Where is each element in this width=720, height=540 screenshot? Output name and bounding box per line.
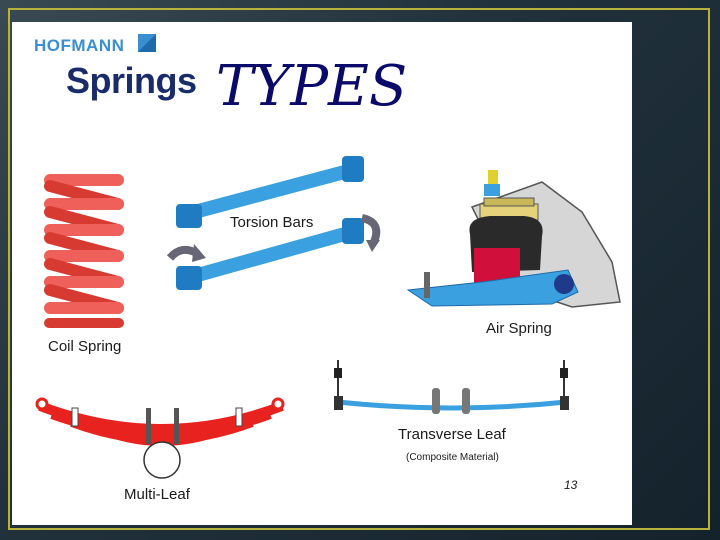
springs-title: Springs <box>66 60 197 101</box>
slide-canvas: HOFMANN Springs TYPES <box>12 22 632 525</box>
slide-frame-border <box>8 8 710 530</box>
torsion-bars-label: Torsion Bars <box>230 214 314 231</box>
transverse-leaf-note: (Composite Material) <box>406 452 499 463</box>
coil-spring-icon <box>44 174 124 328</box>
coil-spring-label: Coil Spring <box>48 338 122 355</box>
types-title: TYPES <box>216 54 408 119</box>
multi-leaf-label: Multi-Leaf <box>124 486 190 503</box>
spring-illustrations <box>35 156 621 479</box>
hofmann-logo-text: HOFMANN <box>34 36 125 55</box>
transverse-leaf-icon <box>334 360 569 414</box>
air-spring-icon <box>406 170 621 308</box>
multi-leaf-spring-icon <box>35 397 285 479</box>
air-spring-label: Air Spring <box>486 320 552 337</box>
torsion-bars-icon <box>166 156 381 290</box>
transverse-leaf-label: Transverse Leaf <box>398 426 506 443</box>
page-number: 13 <box>564 478 578 492</box>
